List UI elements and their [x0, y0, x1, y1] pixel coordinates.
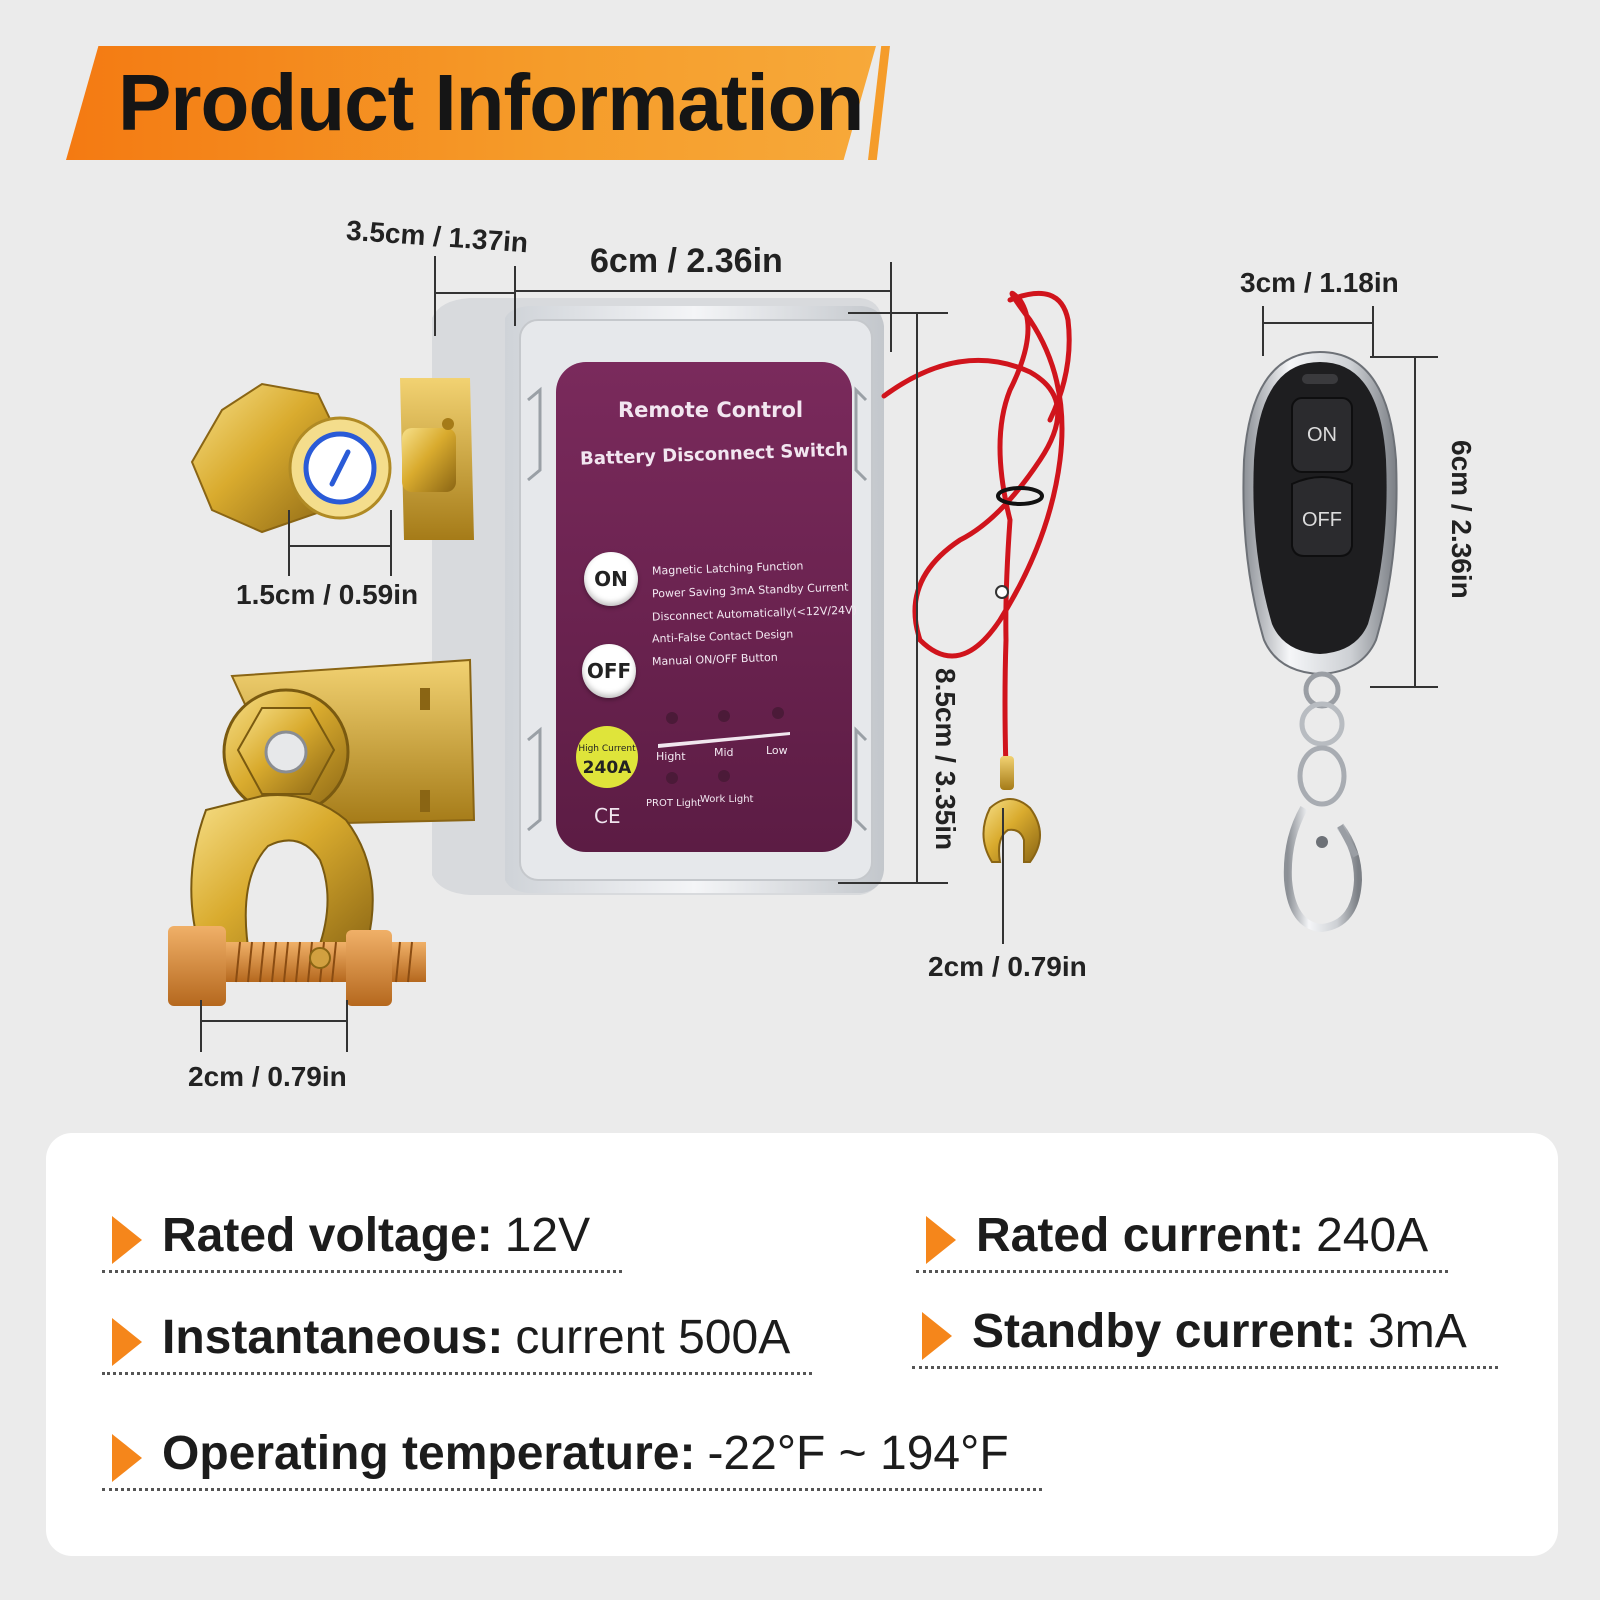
dim-line [838, 882, 948, 884]
bullet-arrow-icon [112, 1216, 142, 1264]
clamp-terminal [168, 658, 476, 1006]
dim-line [200, 1020, 348, 1022]
dim-post-diameter: 1.5cm / 0.59in [236, 579, 419, 610]
spec-standby-current: Standby current:3mA [912, 1302, 1498, 1369]
dim-remote-width: 3cm / 1.18in [1240, 267, 1399, 298]
dim-line [434, 292, 516, 294]
dim-line [916, 312, 918, 884]
dim-clamp-width: 2cm / 0.79in [188, 1061, 347, 1092]
control-panel [556, 362, 852, 852]
dim-line [1372, 306, 1374, 356]
current-badge-line2: 240A [582, 758, 632, 778]
current-badge-line1: High Current [578, 744, 636, 754]
dim-line [288, 510, 290, 576]
dim-line [1414, 356, 1416, 688]
spec-value: current 500A [515, 1311, 791, 1364]
top-terminal [190, 378, 474, 540]
ring-terminal [982, 756, 1041, 863]
on-button[interactable]: ON [584, 552, 638, 606]
remote-off-button[interactable]: OFF [1302, 508, 1342, 531]
bullet-arrow-icon [112, 1434, 142, 1482]
dim-ring-terminal: 2cm / 0.79in [928, 951, 1087, 982]
product-illustration [168, 290, 1398, 1006]
level-label: Hight [656, 750, 686, 763]
prot-light-label: PROT Light [646, 798, 702, 809]
remote-fob [1242, 350, 1398, 933]
level-label: Mid [714, 746, 734, 759]
spec-label: Standby current: [972, 1305, 1357, 1358]
spec-value: 12V [504, 1209, 591, 1262]
work-light-label: Work Light [700, 794, 754, 805]
off-button[interactable]: OFF [582, 644, 636, 698]
spec-label: Rated current: [976, 1209, 1305, 1262]
red-wire [881, 290, 1072, 773]
dim-line [200, 1000, 202, 1052]
dim-line [1002, 808, 1004, 944]
current-badge [576, 726, 638, 788]
panel-title-line1: Remote Control [618, 398, 804, 422]
bullet-arrow-icon [112, 1318, 142, 1366]
dim-line [434, 256, 436, 336]
dim-line [1370, 356, 1438, 358]
dim-line [390, 510, 392, 576]
spec-rated-voltage: Rated voltage:12V [102, 1206, 622, 1273]
spec-instantaneous: Instantaneous:current 500A [102, 1308, 812, 1375]
dim-line [848, 312, 948, 314]
dim-line [346, 1000, 348, 1052]
spec-value: 240A [1316, 1209, 1429, 1262]
remote-on-button[interactable]: ON [1307, 423, 1337, 446]
dim-line [1262, 306, 1264, 356]
spec-value: 3mA [1368, 1305, 1467, 1358]
bullet-arrow-icon [922, 1312, 952, 1360]
dim-line [1262, 322, 1374, 324]
spec-label: Instantaneous: [162, 1311, 504, 1364]
ce-mark: CE [594, 804, 621, 828]
spec-label: Operating temperature: [162, 1427, 696, 1480]
dim-line [514, 290, 892, 292]
dim-line [288, 545, 392, 547]
spec-value: -22°F ~ 194°F [707, 1427, 1009, 1480]
title-banner [66, 46, 876, 160]
level-label: Low [766, 744, 788, 757]
specs-card [46, 1133, 1558, 1556]
dim-line [890, 262, 892, 352]
dim-switch-height: 8.5cm / 3.35in [930, 668, 961, 851]
dim-remote-height: 6cm / 2.36in [1446, 440, 1477, 599]
spec-label: Rated voltage: [162, 1209, 493, 1262]
spec-rated-current: Rated current:240A [916, 1206, 1448, 1273]
spec-operating-temperature: Operating temperature:-22°F ~ 194°F [102, 1424, 1042, 1491]
dim-switch-width: 6cm / 2.36in [590, 242, 783, 280]
dim-line [1370, 686, 1438, 688]
page-title: Product Information [118, 58, 864, 147]
dim-line [514, 266, 516, 326]
bullet-arrow-icon [926, 1216, 956, 1264]
